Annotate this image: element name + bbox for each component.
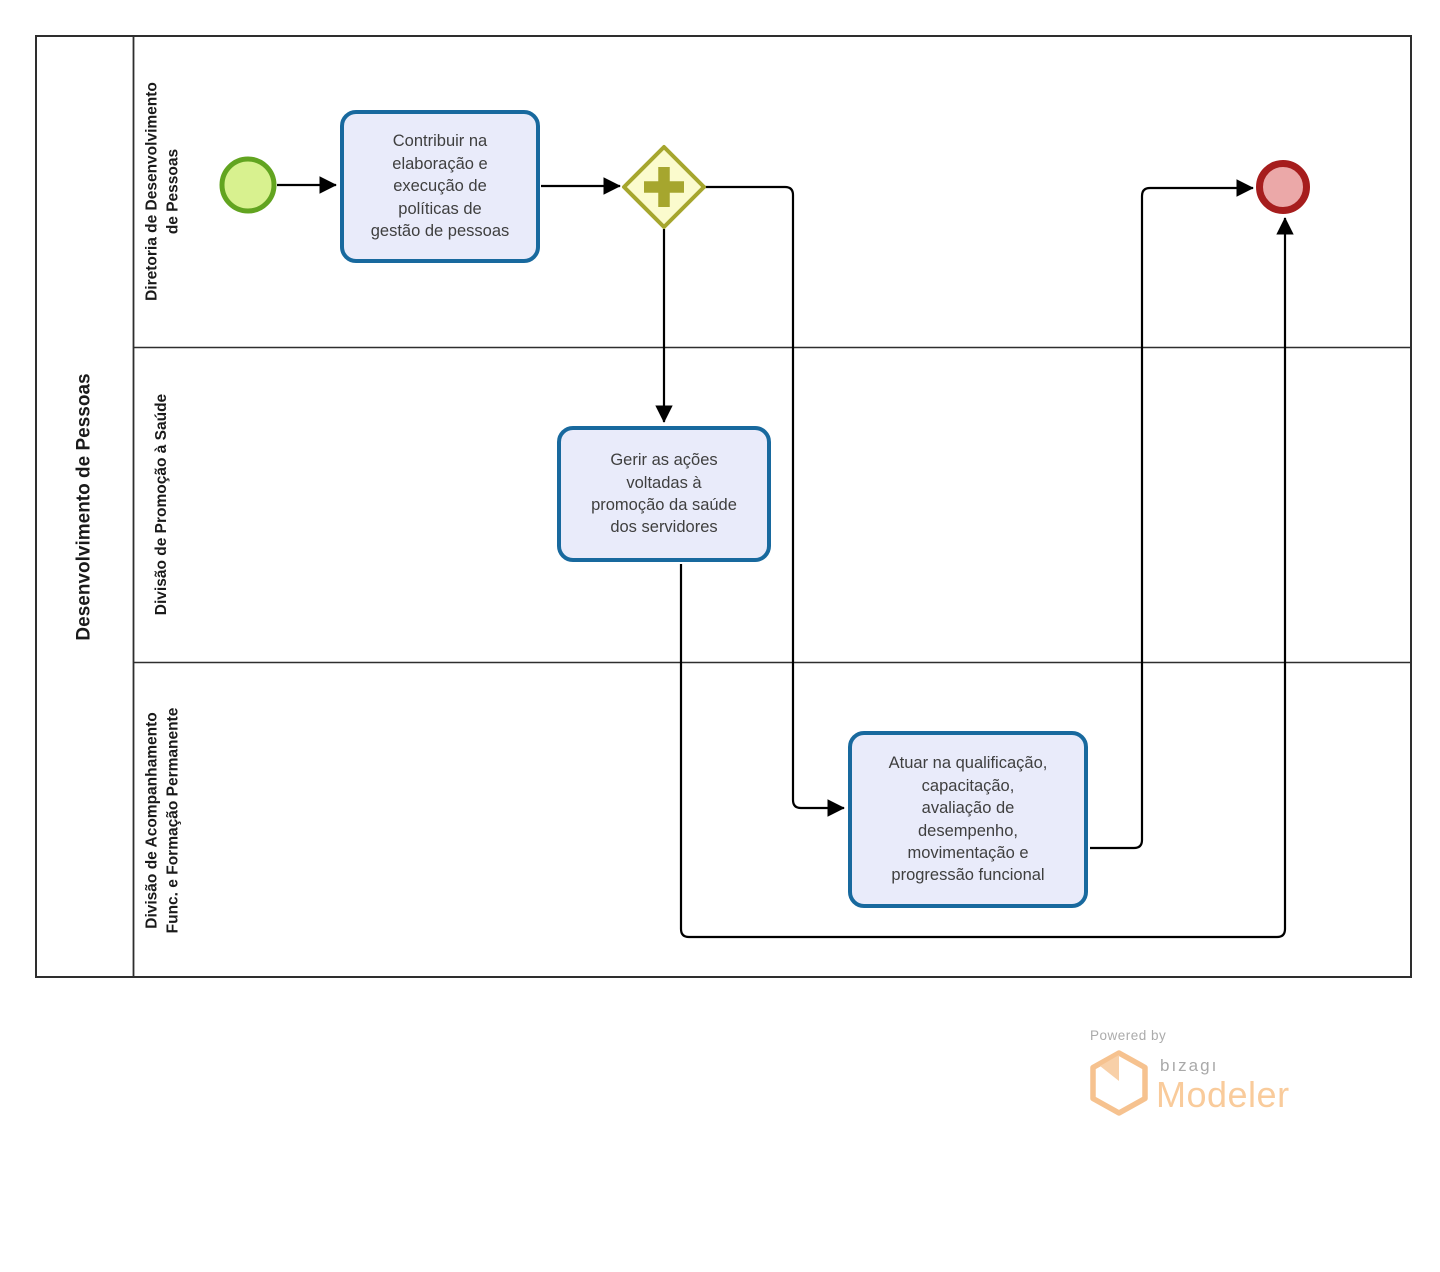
sequence-flows [277, 176, 1294, 939]
bizagi-hexagon-icon [1090, 1050, 1148, 1116]
gateway-plus-icon [644, 167, 684, 207]
lane-label-diretoria: Diretoria de Desenvolvimento de Pessoas [143, 81, 181, 301]
bizagi-wordmark: bızagı [1160, 1056, 1219, 1075]
task-atuar-qualificacao[interactable]: Atuar na qualificação, capacitação, aval… [848, 731, 1088, 908]
flow-gateway-to-task3 [705, 185, 845, 817]
lane-label-acompanhamento: Divisão de Acompanhamento Func. e Formaç… [143, 707, 181, 933]
powered-by-text: Powered by [1090, 1028, 1167, 1043]
bizagi-footer: Powered by bızagı Modeler [1088, 1022, 1388, 1132]
modeler-wordmark: Modeler [1156, 1074, 1290, 1115]
pool-border [35, 35, 1412, 978]
flow-task3-to-end [1090, 179, 1254, 850]
lane-label-promocao-saude: Divisão de Promoção à Saúde [153, 393, 171, 616]
end-event[interactable] [1256, 160, 1310, 214]
start-event[interactable] [219, 156, 277, 214]
flow-task2-to-end [679, 217, 1294, 939]
bpmn-pool[interactable] [35, 35, 1412, 978]
parallel-gateway[interactable] [622, 145, 706, 229]
task-contribuir-politicas[interactable]: Contribuir na elaboração e execução de p… [340, 110, 540, 263]
task-gerir-acoes-saude[interactable]: Gerir as ações voltadas à promoção da sa… [557, 426, 771, 562]
pool-title: Desenvolvimento de Pessoas [73, 372, 94, 641]
